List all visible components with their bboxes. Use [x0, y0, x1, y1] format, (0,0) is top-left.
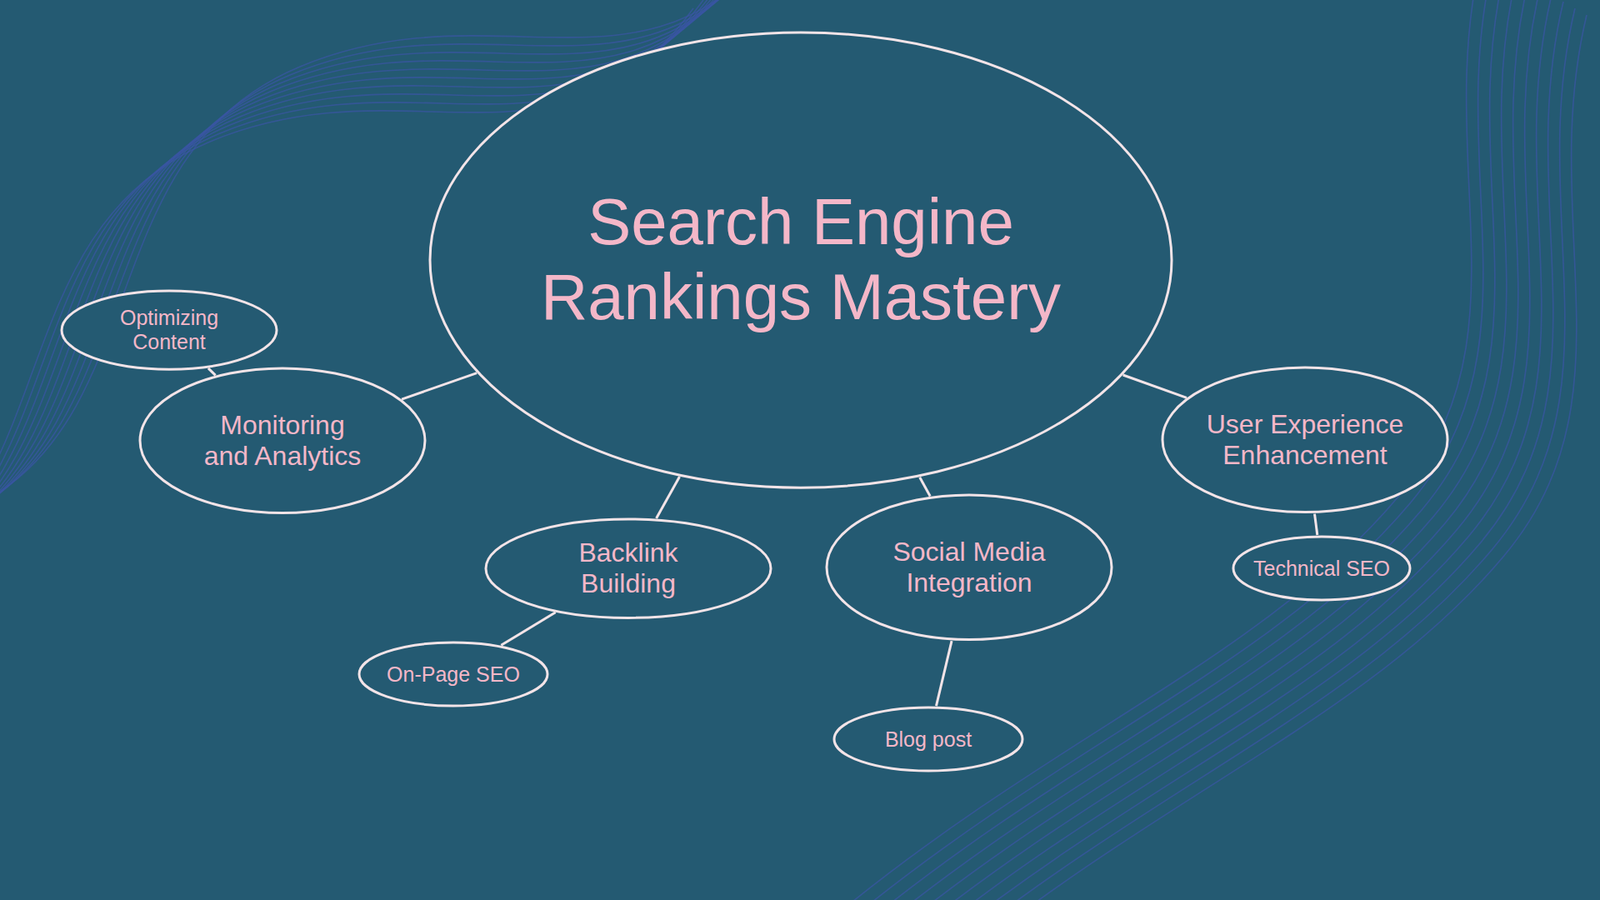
node-label: Monitoring and Analytics — [199, 410, 366, 472]
leaf-ellipse: Blog post — [832, 705, 1025, 773]
leaf-ellipse: On-Page SEO — [357, 640, 550, 708]
connector-line — [656, 476, 680, 519]
node-label: Blog post — [885, 727, 972, 752]
ellipse-content: Search Engine Rankings Mastery — [428, 30, 1174, 490]
ellipse-content: Technical SEO — [1231, 535, 1412, 602]
connector-line — [1123, 375, 1187, 398]
node-label: Search Engine Rankings Mastery — [509, 185, 1093, 335]
leaf-ellipse: Technical SEO — [1231, 535, 1412, 602]
connector-line — [500, 612, 555, 646]
ellipse-content: User Experience Enhancement — [1160, 365, 1450, 515]
connector-line — [208, 368, 216, 376]
ellipse-content: Monitoring and Analytics — [138, 366, 427, 515]
ellipse-content: Social Media Integration — [825, 493, 1114, 642]
leaf-ellipse: Optimizing Content — [60, 289, 279, 371]
node-label: Social Media Integration — [885, 536, 1053, 599]
connector-line — [935, 640, 952, 706]
connector-line — [401, 373, 477, 400]
connector-line — [1315, 514, 1318, 535]
ellipse-content: On-Page SEO — [357, 640, 550, 708]
node-label: Technical SEO — [1253, 556, 1390, 581]
node-label: User Experience Enhancement — [1200, 409, 1410, 471]
ellipse-content: Backlink Building — [484, 517, 773, 620]
branch-ellipse: Monitoring and Analytics — [138, 366, 427, 515]
central-ellipse: Search Engine Rankings Mastery — [428, 30, 1174, 490]
connector-line — [920, 477, 931, 497]
ellipse-content: Blog post — [832, 705, 1025, 773]
branch-ellipse: Backlink Building — [484, 517, 773, 620]
branch-ellipse: Social Media Integration — [825, 493, 1114, 642]
node-label: Optimizing Content — [106, 305, 232, 355]
node-label: On-Page SEO — [386, 662, 520, 687]
branch-ellipse: User Experience Enhancement — [1160, 365, 1450, 515]
ellipse-content: Optimizing Content — [60, 289, 279, 371]
node-label: Backlink Building — [565, 537, 691, 600]
